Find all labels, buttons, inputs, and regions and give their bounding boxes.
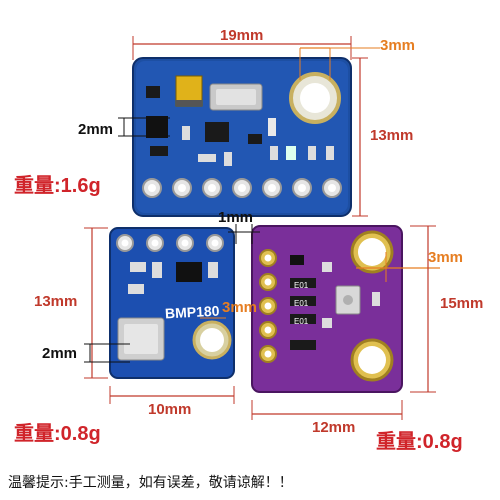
- top-board-weight: 重量:1.6g: [14, 175, 101, 197]
- purple-board-weight: 重量:0.8g: [376, 431, 463, 453]
- top-board-width-label: 19mm: [220, 27, 264, 44]
- purple-board-hole-label: 3mm: [428, 249, 464, 266]
- chip-code-1: E01: [294, 281, 309, 290]
- bmp180-silkscreen: BMP180: [164, 302, 220, 322]
- top-board-hole-label: 3mm: [380, 37, 416, 54]
- top-board-pin-header: [142, 178, 342, 198]
- purple-board-height-label: 15mm: [440, 295, 484, 312]
- purple-sensor-board: [251, 225, 403, 393]
- chip-code-2: E01: [294, 299, 309, 308]
- blue-board-hole-label: 3mm: [222, 299, 258, 316]
- top-sensor-board: [132, 57, 352, 217]
- blue-board-width-label: 10mm: [148, 401, 192, 418]
- blue-board-weight: 重量:0.8g: [14, 423, 101, 445]
- footer-disclaimer: 温馨提示:手工测量，如有误差，敬请谅解！！: [8, 475, 293, 491]
- blue-board-thickness-label: 2mm: [42, 345, 78, 362]
- top-board-thickness-label: 2mm: [78, 121, 114, 138]
- blue-board-height-label: 13mm: [34, 293, 78, 310]
- gap-label: 1mm: [218, 209, 254, 226]
- purple-board-width-label: 12mm: [312, 419, 356, 436]
- blue-bmp180-board: [109, 227, 235, 379]
- chip-code-3: E01: [294, 317, 309, 326]
- dimension-lines: [84, 36, 440, 420]
- top-board-height-label: 13mm: [370, 127, 414, 144]
